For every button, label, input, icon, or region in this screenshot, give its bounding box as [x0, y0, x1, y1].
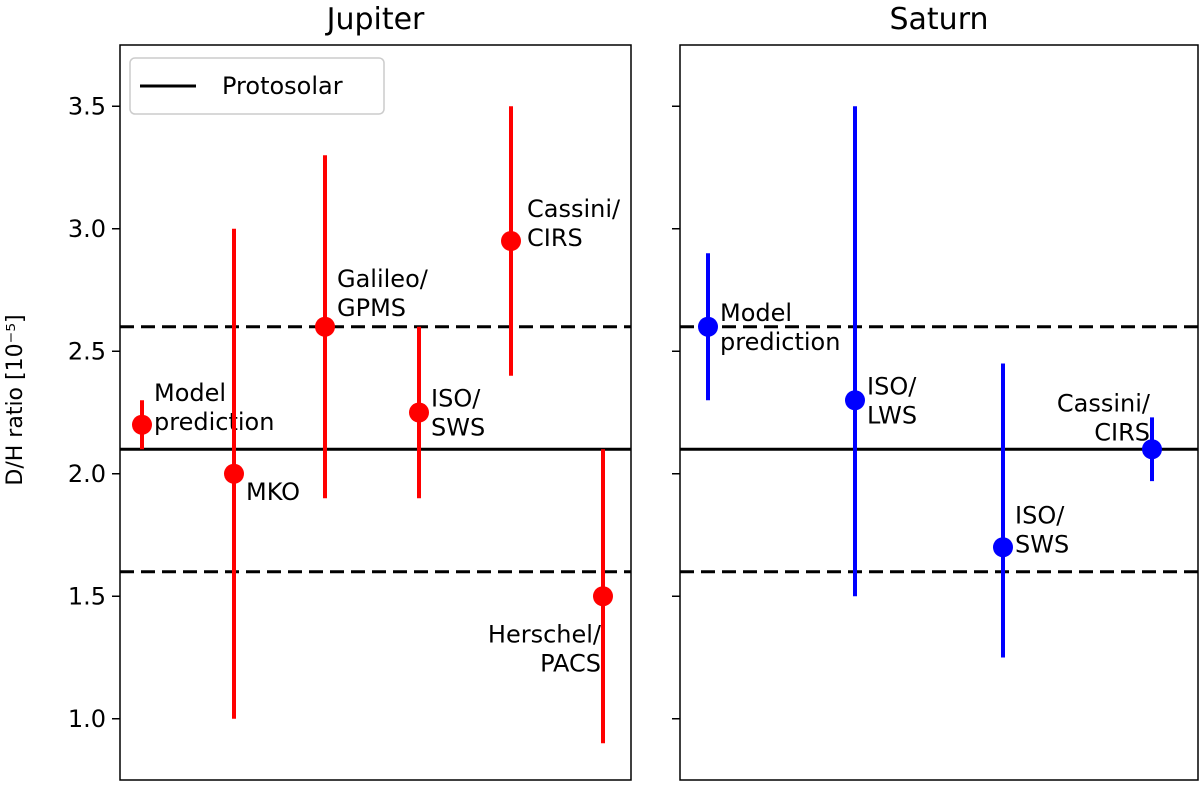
saturn-panel-title: Saturn	[889, 2, 988, 37]
y-tick-label: 3.0	[68, 215, 106, 243]
saturn-panel-frame	[679, 44, 1199, 781]
data-point	[132, 414, 152, 435]
data-point-label: Cassini/	[1057, 389, 1151, 417]
data-point	[224, 463, 244, 484]
data-point	[1142, 439, 1162, 460]
saturn-panel: SaturnModelpredictionISO/LWSISO/SWSCassi…	[672, 2, 1199, 781]
data-point-label: GPMS	[337, 294, 406, 322]
data-point-label: ISO/	[1015, 501, 1065, 529]
data-point	[993, 537, 1013, 558]
jupiter-panel: Jupiter 1.0 1.5 2.0 2.5 3.0 3.5Modelprediction…	[68, 2, 632, 781]
y-axis-label: D/H ratio [10⁻⁵]	[3, 314, 28, 485]
data-point	[501, 231, 521, 251]
y-tick-label: 1.5	[68, 582, 106, 610]
y-tick-label: 1.0	[68, 705, 106, 733]
y-tick-label: 3.5	[68, 92, 106, 120]
data-point-label: Model	[720, 299, 792, 327]
data-point-label: SWS	[431, 414, 485, 442]
data-point-label: Model	[154, 379, 226, 407]
data-point-label: SWS	[1015, 530, 1069, 558]
data-point	[593, 586, 613, 607]
data-point-label: Herschel/	[488, 620, 602, 648]
data-point	[409, 402, 429, 423]
legend: Protosolar	[129, 57, 385, 115]
data-point-label: Cassini/	[527, 195, 621, 223]
data-point-label: CIRS	[1094, 418, 1150, 446]
data-point	[698, 316, 718, 337]
data-point-label: LWS	[867, 401, 917, 429]
y-tick-label: 2.5	[68, 337, 106, 365]
panels: Jupiter1.01.52.02.53.03.5Modelprediction…	[68, 2, 1199, 781]
data-point-label: CIRS	[527, 224, 583, 252]
legend-box	[129, 57, 385, 115]
data-point	[845, 390, 865, 411]
data-point-label: PACS	[540, 649, 601, 677]
data-point-label: MKO	[246, 478, 300, 506]
y-tick-label: 2.0	[68, 460, 106, 488]
data-point-label: ISO/	[431, 385, 481, 413]
data-point	[315, 316, 335, 337]
jupiter-panel-frame	[119, 44, 632, 781]
jupiter-panel-title: Jupiter	[325, 2, 425, 37]
data-point-label: prediction	[154, 408, 274, 436]
data-point-label: Galileo/	[337, 265, 429, 293]
legend-label: Protosolar	[222, 72, 343, 100]
data-point-label: ISO/	[867, 372, 917, 400]
data-point-label: prediction	[720, 328, 840, 356]
